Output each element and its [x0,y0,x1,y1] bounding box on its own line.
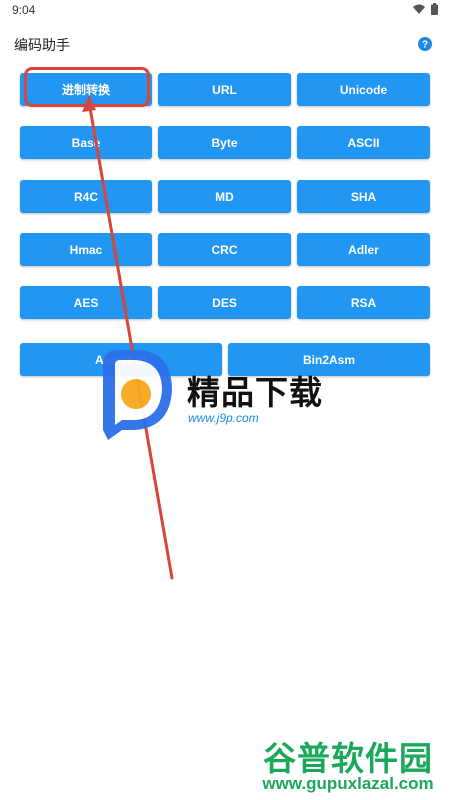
encoder-button[interactable]: 进制转换 [20,73,152,106]
corner-watermark-title: 谷普软件园 [263,740,433,777]
corner-watermark-url: www.gupuxlazal.com [262,774,434,793]
wifi-icon [413,4,425,14]
encoder-button[interactable]: ASCII [297,126,430,159]
encoder-button[interactable]: MD [158,180,291,213]
encoder-button[interactable]: Base [20,126,152,159]
watermark-logo-icon [103,350,172,440]
corner-watermark: 谷普软件园 www.gupuxlazal.com [246,732,450,800]
encoder-button[interactable]: URL [158,73,291,106]
status-time: 9:04 [12,3,36,17]
watermark-logo-url: www.j9p.com [188,411,259,425]
encoder-button[interactable]: Adler [297,233,430,266]
encoder-button[interactable]: RSA [297,286,430,319]
encoder-button[interactable]: Byte [158,126,291,159]
encoder-button[interactable]: SHA [297,180,430,213]
encoder-button[interactable]: AES [20,286,152,319]
battery-icon [431,3,438,15]
watermark-logo-text: 精品下载 [187,374,323,411]
encoder-button[interactable]: Bin2Asm [228,343,430,376]
status-bar: 9:04 [0,0,450,22]
svg-text:?: ? [422,40,428,51]
encoder-button[interactable]: R4C [20,180,152,213]
encoder-button[interactable]: CRC [158,233,291,266]
status-icons [413,3,438,15]
help-icon[interactable]: ? [418,37,432,51]
encoder-button[interactable]: DES [158,286,291,319]
encoder-button[interactable]: Unicode [297,73,430,106]
page-title: 编码助手 [14,37,70,53]
annotation-arrow-head [82,95,96,112]
encoder-button[interactable]: Hmac [20,233,152,266]
annotation-arrow-line [87,100,174,580]
